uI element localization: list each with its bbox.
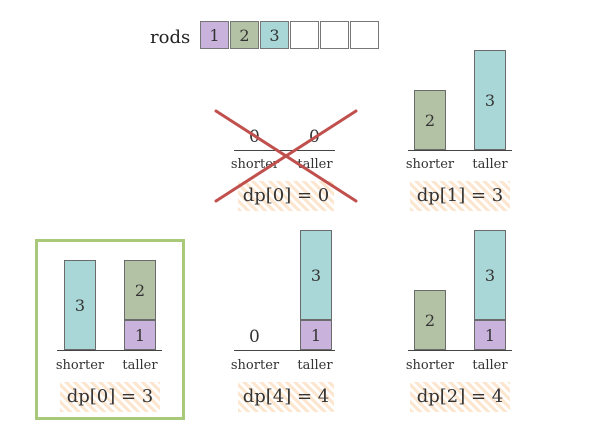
rod-cell-5 <box>320 21 349 49</box>
shorter-label: shorter <box>405 358 455 373</box>
dp-caption: dp[1] = 3 <box>410 181 510 211</box>
taller-bar-rod-1: 1 <box>300 320 332 350</box>
shorter-label: shorter <box>55 358 105 373</box>
taller-bar-rod-2: 2 <box>124 260 156 320</box>
rods-label: rods <box>150 27 191 48</box>
rod-cell-1: 1 <box>200 21 229 49</box>
taller-bar-rod-3: 3 <box>300 230 332 320</box>
dp-caption: dp[0] = 3 <box>60 382 160 412</box>
rod-cell-6 <box>350 21 379 49</box>
baseline <box>234 350 335 351</box>
taller-bar-rod-3: 3 <box>474 50 506 150</box>
taller-label: taller <box>472 358 508 373</box>
rod-cell-4 <box>290 21 319 49</box>
taller-label: taller <box>472 157 508 172</box>
shorter-bar-rod-2: 2 <box>414 290 446 350</box>
shorter-label: shorter <box>230 358 280 373</box>
shorter-bar-rod-2: 2 <box>414 90 446 150</box>
selected-result-frame <box>35 239 185 420</box>
shorter-bar-rod-3: 3 <box>64 260 96 350</box>
baseline <box>408 150 512 151</box>
shorter-label: shorter <box>405 157 455 172</box>
taller-bar-rod-1: 1 <box>124 320 156 350</box>
dp-caption: dp[4] = 4 <box>238 382 334 412</box>
baseline <box>234 150 335 151</box>
taller-label: taller <box>122 358 158 373</box>
dp-caption: dp[0] = 0 <box>238 181 334 211</box>
taller-bar-rod-3: 3 <box>474 230 506 320</box>
cross-out-mark <box>214 109 358 203</box>
baseline <box>408 350 512 351</box>
baseline <box>57 350 162 351</box>
dp-caption: dp[2] = 4 <box>410 382 510 412</box>
rod-cell-2: 2 <box>230 21 259 49</box>
shorter-zero: 0 <box>249 327 260 347</box>
taller-label: taller <box>297 358 333 373</box>
rod-cell-3: 3 <box>260 21 289 49</box>
taller-bar-rod-1: 1 <box>474 320 506 350</box>
